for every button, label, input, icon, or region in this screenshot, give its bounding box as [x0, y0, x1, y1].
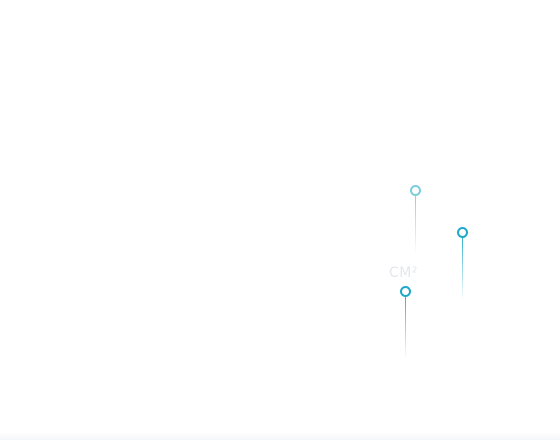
pin-stem: [415, 196, 416, 254]
pin-stem: [405, 297, 406, 359]
pin-head: [410, 185, 421, 196]
pin-stem: [462, 238, 463, 300]
pin-head: [457, 227, 468, 238]
unit-label: CM²: [389, 265, 418, 281]
bottom-divider: [0, 432, 560, 440]
pin-head: [400, 286, 411, 297]
